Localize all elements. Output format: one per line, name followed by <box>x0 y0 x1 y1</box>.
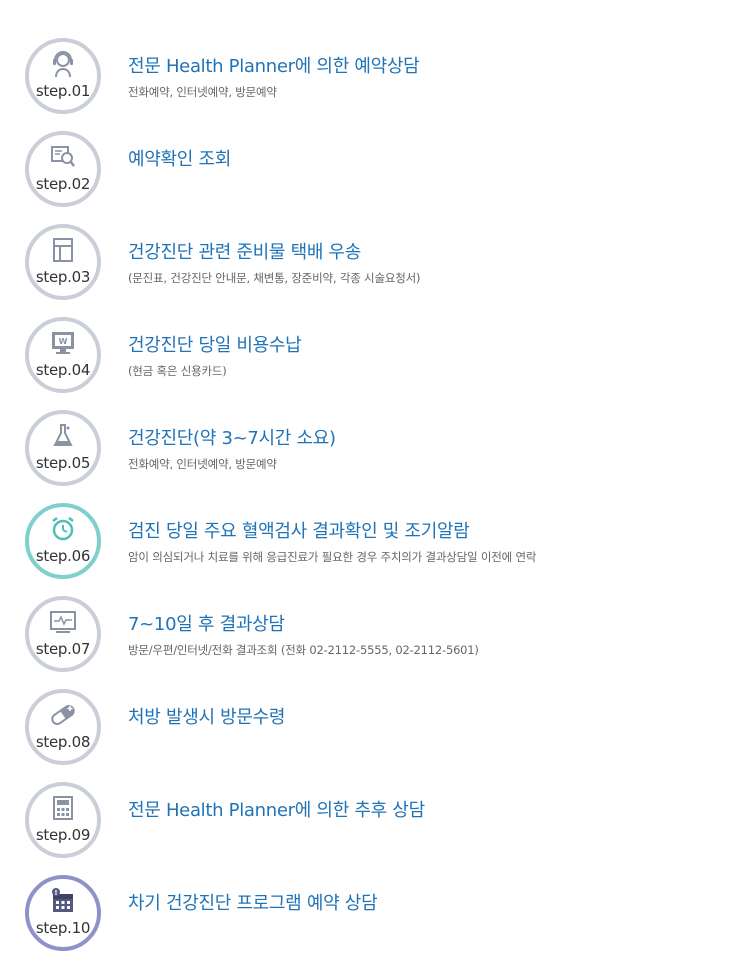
step-circle: step.05 <box>25 410 101 486</box>
step-title: 예약확인 조회 <box>128 149 231 170</box>
step-title: 건강진단 당일 비용수납 <box>128 335 302 356</box>
step-number: step.01 <box>35 82 91 100</box>
step-circle: step.01 <box>25 38 101 114</box>
step-number: step.03 <box>35 268 91 286</box>
step-circle: step.07 <box>25 596 101 672</box>
step-08: step.08 처방 발생시 방문수령 <box>0 689 745 775</box>
step-circle: step.06 <box>25 503 101 579</box>
step-title: 7~10일 후 결과상담 <box>128 614 285 635</box>
step-number: step.07 <box>35 640 91 658</box>
step-description: 전화예약, 인터넷예약, 방문예약 <box>128 457 277 471</box>
payment-monitor-icon: W <box>48 328 78 358</box>
svg-text:!: ! <box>54 889 57 897</box>
step-05: step.05 건강진단(약 3~7시간 소요) 전화예약, 인터넷예약, 방문… <box>0 410 745 496</box>
calculator-icon <box>48 793 78 823</box>
step-number: step.05 <box>35 454 91 472</box>
package-icon <box>48 235 78 265</box>
step-01: step.01 전문 Health Planner에 의한 예약상담 전화예약,… <box>0 38 745 124</box>
step-title: 검진 당일 주요 혈액검사 결과확인 및 조기알람 <box>128 521 470 542</box>
step-circle: step.08 <box>25 689 101 765</box>
step-circle: W step.04 <box>25 317 101 393</box>
step-title: 전문 Health Planner에 의한 추후 상담 <box>128 800 425 821</box>
step-circle: step.03 <box>25 224 101 300</box>
step-06: step.06 검진 당일 주요 혈액검사 결과확인 및 조기알람 암이 의심되… <box>0 503 745 589</box>
step-number: step.04 <box>35 361 91 379</box>
step-title: 처방 발생시 방문수령 <box>128 707 286 728</box>
step-description: 방문/우편/인터넷/전화 결과조회 (전화 02-2112-5555, 02-2… <box>128 643 479 657</box>
step-title: 건강진단(약 3~7시간 소요) <box>128 428 336 449</box>
step-circle: step.09 <box>25 782 101 858</box>
step-description: 암이 의심되거나 치료를 위해 응급진료가 필요한 경우 주치의가 결과상담일 … <box>128 550 537 564</box>
step-title: 건강진단 관련 준비물 택배 우송 <box>128 242 362 263</box>
monitor-chart-icon <box>48 607 78 637</box>
step-number: step.06 <box>35 547 91 565</box>
step-04: W step.04 건강진단 당일 비용수납 (현금 혹은 신용카드) <box>0 317 745 403</box>
step-03: step.03 건강진단 관련 준비물 택배 우송 (문진표, 건강진단 안내문… <box>0 224 745 310</box>
step-07: step.07 7~10일 후 결과상담 방문/우편/인터넷/전화 결과조회 (… <box>0 596 745 682</box>
pill-icon <box>48 700 78 730</box>
step-10: ! step.10 차기 건강진단 프로그램 예약 상담 <box>0 875 745 961</box>
step-title: 차기 건강진단 프로그램 예약 상담 <box>128 893 378 914</box>
step-title: 전문 Health Planner에 의한 예약상담 <box>128 56 420 77</box>
step-09: step.09 전문 Health Planner에 의한 추후 상담 <box>0 782 745 868</box>
calendar-icon: ! <box>48 886 78 916</box>
step-02: step.02 예약확인 조회 <box>0 131 745 217</box>
step-number: step.02 <box>35 175 91 193</box>
svg-text:W: W <box>59 337 68 346</box>
flask-icon <box>48 421 78 451</box>
step-description: 전화예약, 인터넷예약, 방문예약 <box>128 85 277 99</box>
step-description: (현금 혹은 신용카드) <box>128 364 227 378</box>
alarm-clock-icon <box>48 514 78 544</box>
search-document-icon <box>48 142 78 172</box>
step-number: step.10 <box>35 919 91 937</box>
headset-icon <box>48 49 78 79</box>
step-number: step.09 <box>35 826 91 844</box>
step-circle: ! step.10 <box>25 875 101 951</box>
step-description: (문진표, 건강진단 안내문, 채변통, 장준비약, 각종 시술요청서) <box>128 271 421 285</box>
step-circle: step.02 <box>25 131 101 207</box>
step-number: step.08 <box>35 733 91 751</box>
